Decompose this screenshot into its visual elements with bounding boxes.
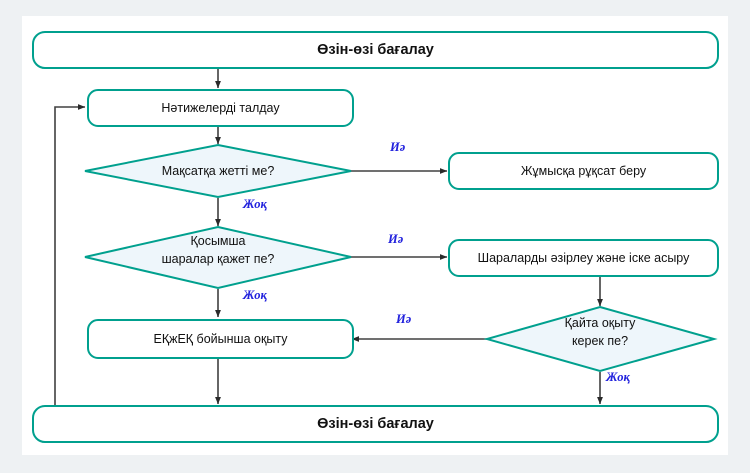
node-end-terminal[interactable] [32, 405, 719, 443]
node-extra-measures-decision[interactable] [84, 225, 352, 290]
connector-feedback-end-to-analyze [54, 104, 86, 409]
node-develop-measures[interactable] [448, 239, 719, 277]
node-analyze-results[interactable] [87, 89, 354, 127]
node-goal-reached-decision[interactable] [84, 143, 352, 199]
node-ohs-training[interactable] [87, 319, 354, 359]
node-allow-work[interactable] [448, 152, 719, 190]
node-retrain-needed-decision[interactable] [483, 305, 718, 373]
node-start-terminal[interactable] [32, 31, 719, 69]
